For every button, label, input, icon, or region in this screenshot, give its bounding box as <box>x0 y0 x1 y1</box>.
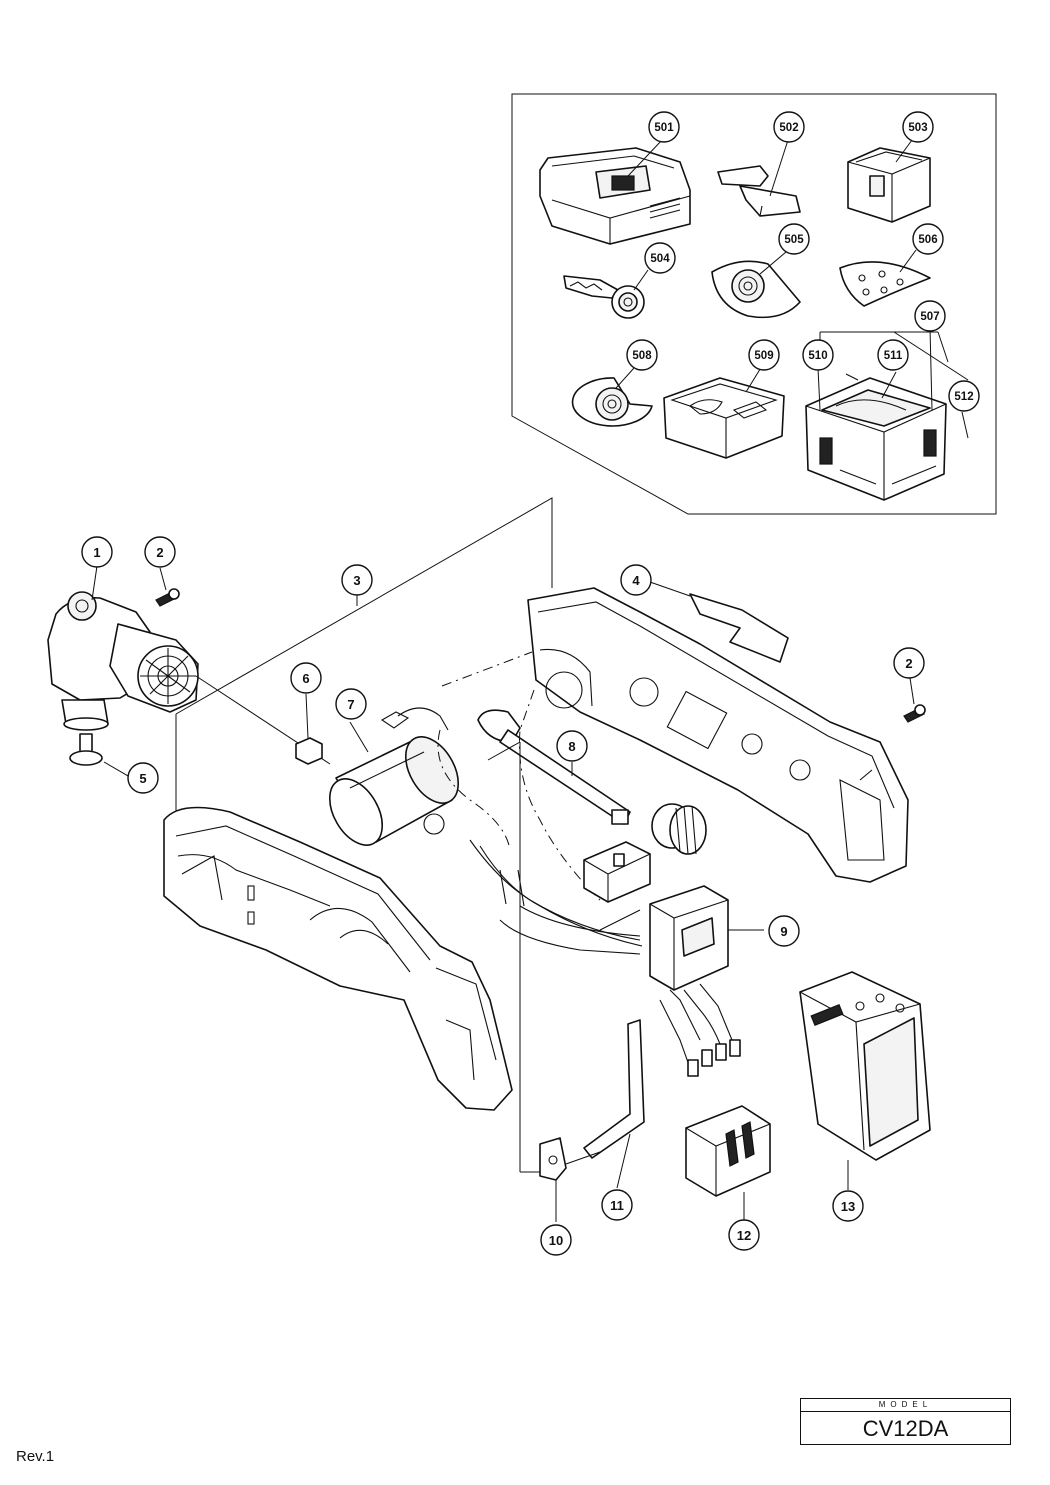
svg-text:507: 507 <box>920 311 939 323</box>
part-506-sanding-sheet <box>839 249 931 307</box>
callout-501: 501 <box>648 111 680 143</box>
part-6-nut <box>295 693 323 765</box>
callout-13: 13 <box>832 1190 864 1222</box>
callout-1: 1 <box>81 536 113 568</box>
callout-7: 7 <box>335 688 367 720</box>
callout-507: 507 <box>914 300 946 332</box>
part-9-controller <box>649 885 764 991</box>
part-4-name-plate <box>649 581 789 663</box>
callout-512: 512 <box>948 380 980 412</box>
callout-10: 10 <box>540 1224 572 1256</box>
model-title-block: MODEL CV12DA <box>800 1398 1011 1445</box>
speed-dial <box>651 803 707 855</box>
svg-text:12: 12 <box>737 1228 751 1243</box>
svg-text:501: 501 <box>654 122 674 134</box>
svg-text:6: 6 <box>302 671 309 686</box>
svg-text:510: 510 <box>808 350 827 362</box>
svg-text:2: 2 <box>156 545 163 560</box>
svg-text:502: 502 <box>779 122 798 134</box>
callout-5: 5 <box>127 762 159 794</box>
svg-text:10: 10 <box>549 1233 563 1248</box>
svg-text:504: 504 <box>650 253 670 265</box>
part-11-hex-wrench <box>565 1019 645 1189</box>
callout-8: 8 <box>556 730 588 762</box>
model-label: MODEL <box>801 1399 1010 1412</box>
part-12-terminal <box>685 1105 771 1222</box>
svg-text:3: 3 <box>353 573 360 588</box>
callout-11: 11 <box>601 1189 633 1221</box>
part-503-case <box>847 139 931 223</box>
callout-2-left: 2 <box>144 536 176 568</box>
svg-text:511: 511 <box>884 350 903 362</box>
part-1-gear-head <box>47 565 331 765</box>
part-2-screw-right <box>903 677 926 723</box>
part-8-switch-lever <box>477 709 631 825</box>
part-7-motor <box>328 721 460 846</box>
svg-text:509: 509 <box>754 350 773 362</box>
svg-text:7: 7 <box>347 697 354 712</box>
callout-502: 502 <box>773 111 805 143</box>
part-507-carry-case <box>805 327 969 501</box>
model-name: CV12DA <box>862 1416 949 1441</box>
callout-504: 504 <box>644 242 676 274</box>
part-5-spindle-bolt <box>69 733 129 777</box>
callout-4: 4 <box>620 564 652 596</box>
part-505-sanding-pad <box>711 251 801 319</box>
svg-text:13: 13 <box>841 1199 855 1214</box>
svg-text:11: 11 <box>610 1198 624 1213</box>
svg-text:506: 506 <box>918 234 937 246</box>
part-10-clip <box>539 1137 567 1222</box>
svg-text:508: 508 <box>632 350 652 362</box>
svg-text:8: 8 <box>568 739 575 754</box>
part-509-insert-tray <box>663 365 785 459</box>
accessory-frame <box>511 93 997 515</box>
svg-text:512: 512 <box>954 391 973 403</box>
switch-block <box>583 841 651 903</box>
housing-bracket <box>175 497 553 715</box>
callout-505: 505 <box>778 223 810 255</box>
housing-right-half <box>527 587 909 883</box>
part-508-segment-blade <box>571 367 653 427</box>
callout-9: 9 <box>768 915 800 947</box>
callout-3: 3 <box>341 564 373 596</box>
callout-6: 6 <box>290 662 322 694</box>
svg-text:1: 1 <box>93 545 100 560</box>
callout-12: 12 <box>728 1219 760 1251</box>
part-504-blade <box>563 269 649 319</box>
part-501-charger <box>539 139 691 245</box>
wiring-harness <box>380 651 643 955</box>
wire-connectors <box>659 983 741 1077</box>
svg-text:9: 9 <box>780 924 787 939</box>
part-13-battery <box>799 971 931 1190</box>
svg-text:4: 4 <box>632 573 640 588</box>
callout-506: 506 <box>912 223 944 255</box>
housing-left-half <box>163 741 548 1173</box>
callout-508: 508 <box>626 339 658 371</box>
svg-text:505: 505 <box>784 234 804 246</box>
svg-text:503: 503 <box>908 122 927 134</box>
callout-503: 503 <box>902 111 934 143</box>
part-502-guide <box>717 139 801 217</box>
callout-511: 511 <box>877 339 909 371</box>
callout-2-right: 2 <box>893 647 925 679</box>
callout-510: 510 <box>802 339 834 371</box>
part-2-screw-left <box>155 567 180 607</box>
svg-text:5: 5 <box>139 771 146 786</box>
revision-label: Rev.1 <box>16 1448 55 1465</box>
svg-text:2: 2 <box>905 656 912 671</box>
callout-509: 509 <box>748 339 780 371</box>
